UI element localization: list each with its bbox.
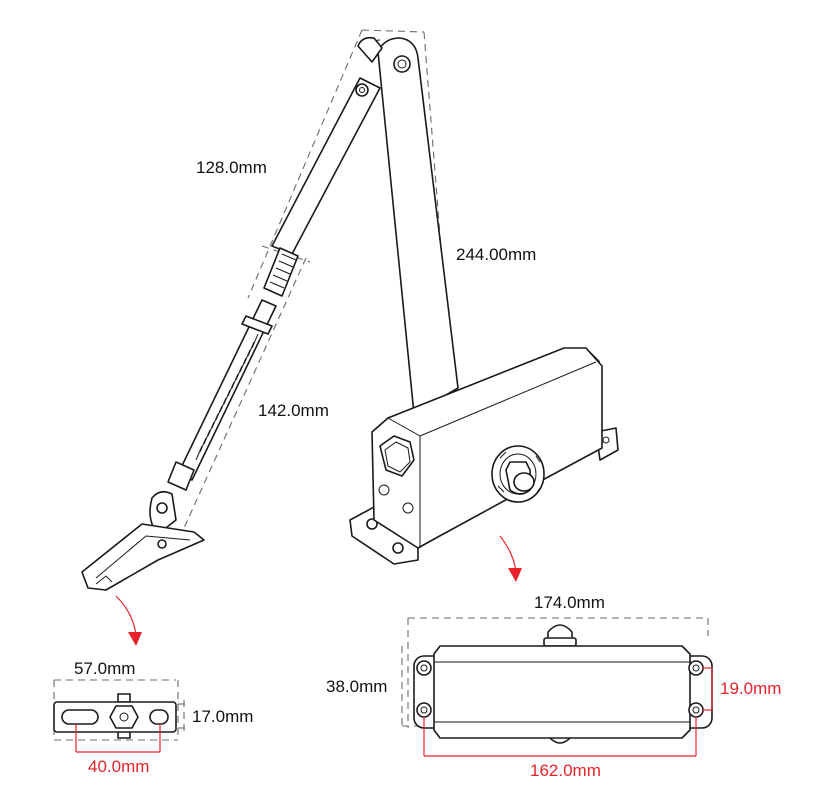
bracket-height-label: 17.0mm — [192, 707, 253, 726]
bracket-hex-nut — [109, 705, 139, 729]
rod-length-label: 142.0mm — [258, 401, 329, 420]
threaded-rod — [167, 299, 277, 491]
upper-forearm — [263, 77, 381, 297]
closer-body — [349, 347, 619, 565]
body-flat-view: 174.0mm 38.0mm 19.0mm 162.0mm — [326, 593, 781, 780]
bracket-flat-view: 57.0mm 17.0mm 40.0mm — [53, 659, 253, 776]
main-arm-length-label: 244.00mm — [456, 245, 536, 264]
upper-arm-length-label: 128.0mm — [196, 158, 267, 177]
bracket-slot — [61, 709, 99, 725]
body-hole-spacing-label: 162.0mm — [530, 761, 601, 780]
arm-assembly: 128.0mm 244.00mm 142.0mm — [81, 29, 536, 591]
adjustment-valve — [491, 445, 545, 503]
bracket-hole-spacing-label: 40.0mm — [88, 757, 149, 776]
housing-top-view — [433, 645, 691, 739]
body-length-label: 174.0mm — [534, 593, 605, 612]
body-hole-vertical-label: 19.0mm — [720, 679, 781, 698]
arm-shoe-bracket — [81, 490, 205, 591]
main-arm — [357, 36, 459, 415]
callout-arrows — [115, 535, 522, 646]
bracket-width-label: 57.0mm — [74, 659, 135, 678]
body-height-label: 38.0mm — [326, 677, 387, 696]
